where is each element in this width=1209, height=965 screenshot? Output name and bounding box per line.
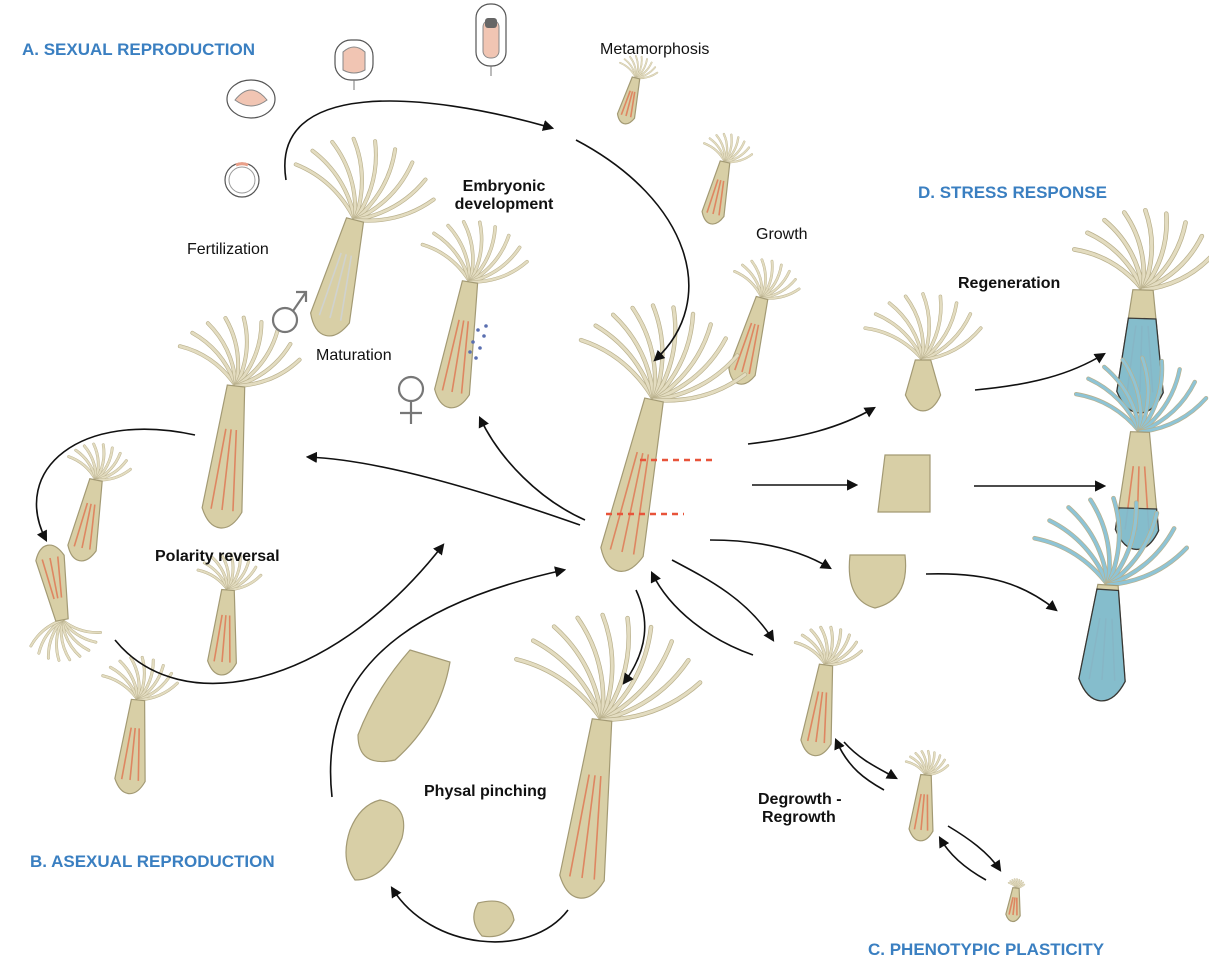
physa-fragment-large-shape	[358, 650, 450, 762]
polyp-degrowth-medium-body	[909, 775, 933, 841]
polyp-growth-small	[702, 134, 752, 224]
polyp-degrowth-tiny-body	[1006, 888, 1020, 922]
arrow-development-to-adult	[576, 140, 689, 360]
polyp-degrowth-tiny-tentacles	[1009, 879, 1025, 888]
polyp-physa-tentacles	[516, 615, 700, 720]
polyp-polarity-split-bottom-tentacles	[31, 620, 101, 660]
polyp-regen-result-3	[1035, 498, 1187, 701]
label-regeneration: Regeneration	[958, 275, 1060, 293]
arrow-adult-to-degrowth	[672, 560, 773, 640]
label-embryonic-line2: development	[444, 196, 564, 214]
label-embryonic-development: Embryonic development	[444, 178, 564, 215]
regen-middle-fragment	[878, 455, 930, 512]
polyp-polarity-split-bottom-body	[36, 545, 68, 621]
arrow-adult-to-female	[480, 418, 585, 520]
arrow-degrowth-to-adult	[652, 573, 753, 655]
physa-fragment-medium	[346, 800, 404, 880]
female-symbol-icon	[394, 374, 428, 431]
polyp-male	[296, 139, 434, 336]
polyp-polarity-split-bottom	[31, 545, 101, 660]
polyp-regen-top-body	[905, 360, 940, 411]
arrow-degrowth-up-1	[836, 740, 884, 790]
polyp-polarity-split-top-body	[68, 479, 102, 561]
polyp-physa-body	[560, 719, 612, 898]
polyp-degrowth-medium	[906, 751, 948, 841]
polyp-regen-top-tentacles	[865, 294, 981, 360]
polyp-polarity-split-top-tentacles	[69, 444, 131, 480]
regen-middle-fragment-shape	[878, 455, 930, 512]
arrow-degrowth-up-2	[940, 838, 986, 880]
embryo-stages	[225, 4, 506, 197]
polyp-polarity-split-top	[68, 444, 130, 561]
label-polarity-reversal: Polarity reversal	[155, 548, 280, 566]
polyp-regen-result-3-regenerated	[1079, 589, 1125, 701]
section-title-sexual-reproduction: A. SEXUAL REPRODUCTION	[22, 40, 255, 60]
polyp-regen-result-3-tentacles	[1035, 498, 1187, 585]
label-degrowth-line2: Regrowth	[758, 809, 842, 827]
arrow-regen-top-result	[975, 354, 1104, 390]
label-physal-pinching: Physal pinching	[424, 783, 547, 801]
polyp-degrowth-tiny	[1006, 879, 1024, 921]
section-title-phenotypic-plasticity: C. PHENOTYPIC PLASTICITY	[868, 940, 1104, 960]
regen-foot-fragment	[849, 555, 905, 608]
polyp-degrowth-medium-tentacles	[906, 751, 948, 775]
polyp-metamorphosis-body	[617, 77, 639, 124]
label-degrowth-line1: Degrowth -	[758, 791, 842, 809]
polyp-regen-top	[865, 294, 981, 411]
polyp-degrowth-large	[795, 627, 861, 755]
arrow-physa-return	[331, 570, 564, 797]
physa-fragment-medium-shape	[346, 800, 404, 880]
polyp-degrowth-large-tentacles	[795, 627, 861, 665]
polyp-growth-small-body	[702, 161, 730, 224]
polyp-polarity-small-body	[208, 589, 237, 674]
polyp-polarity-small	[198, 554, 261, 675]
polyp-female	[422, 222, 527, 408]
physa-fragment-large	[358, 650, 450, 762]
polyp-growth-medium	[729, 260, 799, 384]
polyp-female-tentacles	[422, 222, 527, 282]
cycle-arrows	[37, 101, 1104, 942]
label-growth: Growth	[756, 226, 808, 244]
label-metamorphosis: Metamorphosis	[600, 41, 709, 59]
polyp-physa	[516, 615, 700, 898]
planula-early	[335, 40, 373, 90]
label-fertilization: Fertilization	[187, 241, 269, 259]
arrow-fertilization-to-development	[285, 101, 552, 180]
polyp-adult-center	[581, 306, 745, 572]
gastrula	[227, 80, 275, 118]
label-degrowth-regrowth: Degrowth - Regrowth	[758, 791, 842, 828]
polyp-adult-center-body	[601, 398, 663, 571]
polyp-asexual-small	[103, 657, 177, 793]
label-maturation: Maturation	[316, 347, 392, 365]
planula-late	[476, 4, 506, 76]
section-title-asexual-reproduction: B. ASEXUAL REPRODUCTION	[30, 852, 275, 872]
regen-foot-fragment-shape	[849, 555, 905, 608]
polyp-growth-medium-tentacles	[734, 260, 799, 299]
polyp-growth-medium-body	[729, 296, 768, 384]
arrow-adult-to-regen-top	[748, 408, 874, 444]
label-embryonic-line1: Embryonic	[444, 178, 564, 196]
polyp-growth-small-tentacles	[704, 134, 752, 162]
arrow-degrowth-down-2	[948, 826, 1000, 870]
arrow-regen-foot-result	[926, 574, 1056, 610]
polyp-male-tentacles	[296, 139, 434, 221]
physa-fragment-small-shape	[474, 901, 514, 937]
arrow-degrowth-down-1	[844, 742, 896, 778]
zygote	[225, 163, 259, 197]
polyp-polarity-top	[180, 318, 300, 528]
arrow-adult-to-regen-foot	[710, 540, 830, 568]
polyp-female-body	[435, 281, 478, 408]
section-title-stress-response: D. STRESS RESPONSE	[918, 183, 1107, 203]
polyp-regen-result-1-tentacles	[1074, 210, 1209, 290]
male-symbol-icon	[270, 286, 310, 341]
polyp-metamorphosis	[617, 56, 657, 124]
physa-fragment-small	[474, 901, 514, 937]
arrow-polarity-loop	[37, 429, 195, 540]
polyp-male-body	[311, 218, 364, 336]
polyp-polarity-top-body	[202, 385, 245, 528]
